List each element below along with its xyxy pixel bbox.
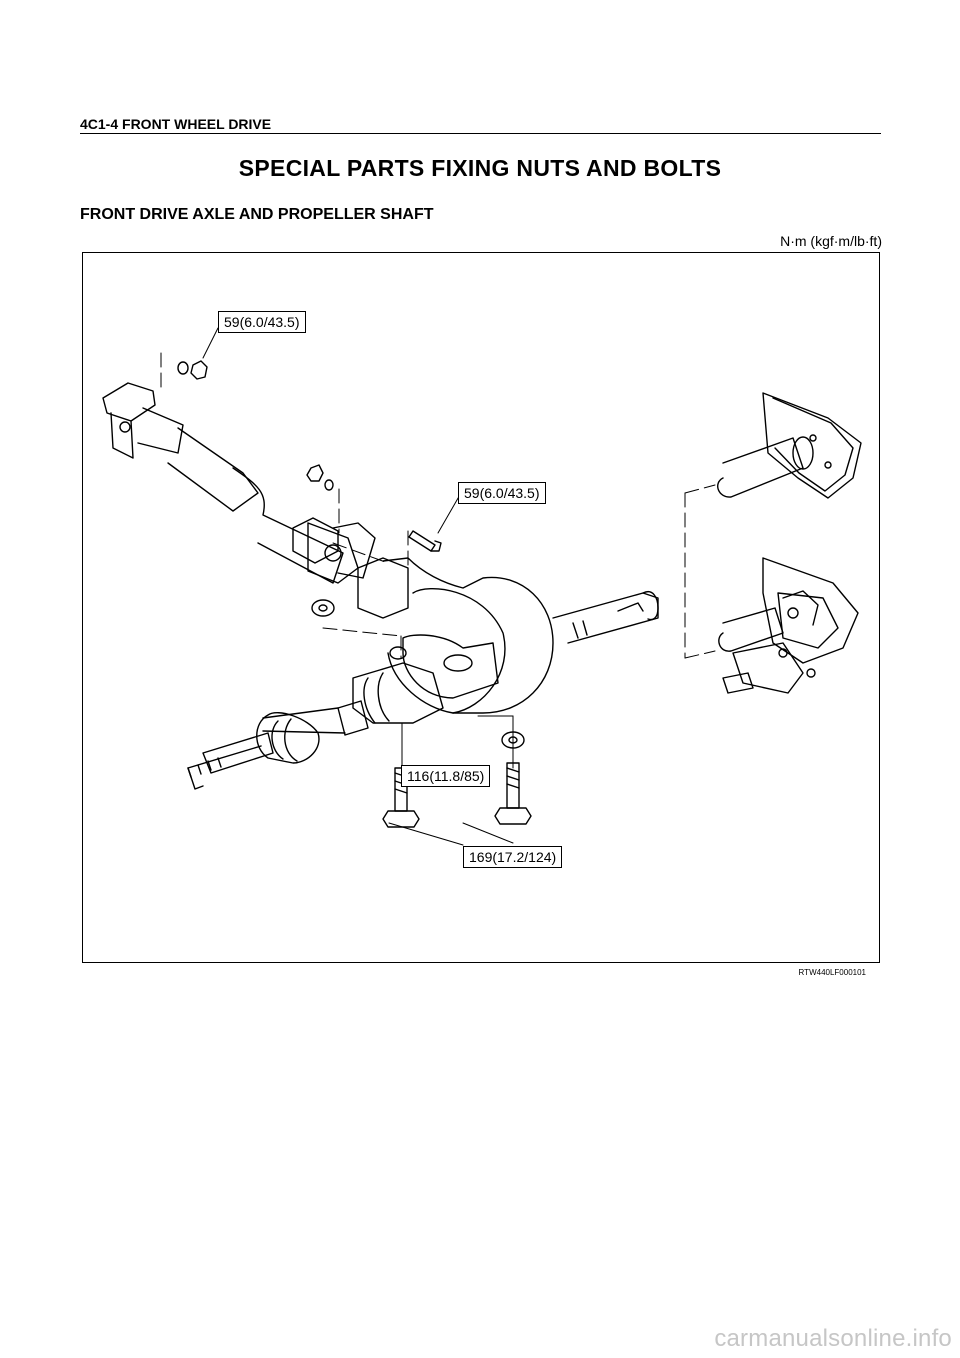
axle-illustration — [102, 327, 862, 846]
actuator-assembly — [718, 557, 859, 694]
propeller-shaft — [102, 382, 376, 584]
section-subtitle: FRONT DRIVE AXLE AND PROPELLER SHAFT — [80, 206, 434, 223]
fasteners — [177, 360, 525, 749]
watermark: carmanualsonline.info — [714, 1325, 952, 1352]
torque-units: N·m (kgf·m/lb·ft) — [780, 233, 882, 249]
torque-callout-diff-flange: 59(6.0/43.5) — [458, 482, 546, 504]
page-title: SPECIAL PARTS FIXING NUTS AND BOLTS — [238, 155, 722, 181]
exploded-diagram: 59(6.0/43.5) 59(6.0/43.5) 116(11.8/85) 1… — [82, 252, 880, 963]
header-rule — [80, 133, 881, 134]
section-header: 4C1-4 FRONT WHEEL DRIVE — [80, 116, 272, 132]
torque-callout-mount-bolt: 116(11.8/85) — [401, 765, 491, 787]
drive-shaft — [187, 662, 444, 790]
figure-code: RTW440LF000101 — [798, 968, 866, 977]
torque-callout-prop-flange: 59(6.0/43.5) — [218, 311, 306, 333]
differential-housing — [357, 557, 659, 714]
axle-shaft-upper — [717, 392, 862, 499]
alignment-lines — [160, 352, 716, 659]
torque-callout-long-bolt: 169(17.2/124) — [463, 846, 563, 868]
